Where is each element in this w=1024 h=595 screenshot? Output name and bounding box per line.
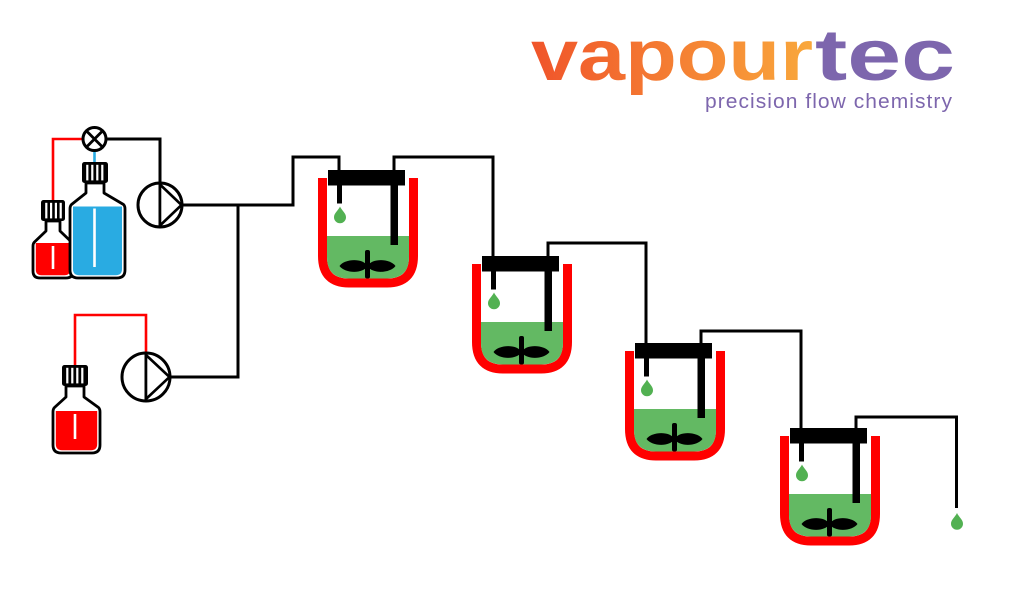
- red-reagent-bottle-2: [51, 365, 102, 455]
- reactor1-to-reactor2-line: [392, 155, 495, 258]
- logo-word-secondary: tec: [815, 16, 955, 96]
- reactor-3: [630, 343, 721, 456]
- blue-bottle-cap-stripes: [86, 164, 104, 181]
- reactor-1: [323, 170, 414, 283]
- blue-bottle-cap: [82, 162, 108, 183]
- reactor-4: [785, 428, 876, 541]
- reactor-2: [477, 256, 568, 369]
- red-bottle2-liquid: [55, 411, 98, 451]
- red-bottle2-feed-tube: [73, 313, 148, 412]
- reactor4-output-line: [854, 415, 958, 508]
- pump-1-icon: [136, 181, 184, 229]
- blue-bottle-liquid: [73, 206, 122, 276]
- mixing-valve-icon: [81, 126, 108, 152]
- valve-to-pump1-line: [106, 137, 162, 183]
- blue-reagent-bottle: [68, 162, 127, 280]
- pump1-to-reactor1-line: [182, 155, 341, 207]
- reactor2-to-reactor3-line: [546, 241, 648, 345]
- logo-word-primary: vapour: [531, 16, 813, 96]
- reactor3-to-reactor4-line: [699, 329, 803, 430]
- product-droplet-icon: [951, 513, 963, 530]
- logo-tagline: precision flow chemistry: [705, 91, 953, 113]
- red-reagent-bottle: [31, 200, 75, 280]
- pump1-triangle: [158, 183, 183, 227]
- pump-2-icon: [120, 351, 172, 403]
- valve-cross: [85, 129, 104, 149]
- vapourtec-logo: vapour tec precision flow chemistry: [531, 16, 955, 113]
- pump2-triangle: [144, 353, 171, 401]
- pump2-junction-line: [170, 205, 240, 379]
- red-bottle2-cap-stripes: [66, 367, 84, 384]
- red-bottle-cap-stripes: [45, 202, 62, 219]
- red-bottle2-cap: [62, 365, 88, 386]
